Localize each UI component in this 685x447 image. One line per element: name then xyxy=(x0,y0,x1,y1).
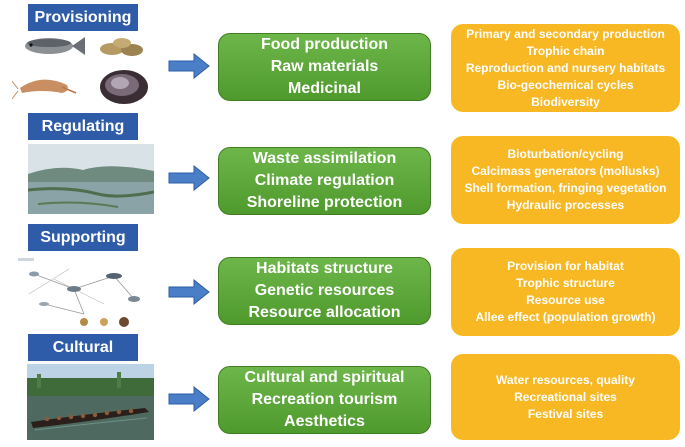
mussel-icon xyxy=(100,70,148,104)
process-item: Bioturbation/cycling xyxy=(507,147,624,161)
service-item: Food production xyxy=(260,36,389,53)
service-box-provisioning: Food production Raw materials Medicinal xyxy=(218,33,431,101)
process-item: Provision for habitat xyxy=(507,259,624,273)
service-item: Resource allocation xyxy=(248,304,401,321)
service-item: Climate regulation xyxy=(254,172,395,189)
arrow-icon xyxy=(168,53,210,79)
process-item: Trophic structure xyxy=(516,276,615,290)
process-item: Reproduction and nursery habitats xyxy=(465,60,666,75)
service-item: Medicinal xyxy=(288,80,361,97)
shrimp-icon xyxy=(12,79,77,100)
process-item: Shell formation, fringing vegetation xyxy=(464,181,667,195)
service-box-regulating: Waste assimilation Climate regulation Sh… xyxy=(218,147,431,215)
process-item: Resource use xyxy=(526,293,605,307)
category-label-supporting: Supporting xyxy=(28,224,138,251)
fish-icon xyxy=(25,37,85,55)
sediment-icon xyxy=(100,38,143,56)
provisioning-pictures xyxy=(12,37,148,104)
process-box-supporting: Provision for habitat Trophic structure … xyxy=(451,248,680,336)
process-item: Festival sites xyxy=(527,406,604,421)
process-item: Calcimass generators (mollusks) xyxy=(471,164,660,178)
lake-landscape-icon xyxy=(28,144,154,214)
supporting-row: Supporting Habitats structure Genetic re… xyxy=(0,224,685,336)
process-item: Bio-geochemical cycles xyxy=(497,77,634,92)
arrow-icon xyxy=(168,279,210,305)
service-item: Habitats structure xyxy=(256,260,393,277)
boat-race-icon xyxy=(27,364,154,440)
service-box-cultural: Cultural and spiritual Recreation touris… xyxy=(218,366,431,434)
process-box-cultural: Water resources, quality Recreational si… xyxy=(451,354,680,440)
service-item: Cultural and spiritual xyxy=(244,369,405,386)
food-web-diagram-icon xyxy=(14,254,154,332)
process-item: Biodiversity xyxy=(531,94,600,109)
service-item: Aesthetics xyxy=(284,413,365,430)
process-box-regulating: Bioturbation/cycling Calcimass generator… xyxy=(451,136,680,224)
service-item: Shoreline protection xyxy=(246,194,403,211)
service-item: Recreation tourism xyxy=(251,391,398,408)
category-label-provisioning: Provisioning xyxy=(28,4,138,31)
service-item: Raw materials xyxy=(270,58,379,75)
arrow-icon xyxy=(168,386,210,412)
category-label-regulating: Regulating xyxy=(28,113,138,140)
process-box-provisioning: Primary and secondary production Trophic… xyxy=(451,24,680,112)
provisioning-row: Provisioning Food production Raw mater xyxy=(0,0,685,112)
process-item: Recreational sites xyxy=(514,389,617,404)
cultural-row: Cultural Cultural and spiritual Recreati… xyxy=(0,334,685,447)
arrow-icon xyxy=(168,165,210,191)
category-label-cultural: Cultural xyxy=(28,334,138,361)
process-item: Water resources, quality xyxy=(496,372,635,387)
process-item: Primary and secondary production xyxy=(466,26,665,41)
service-item: Genetic resources xyxy=(254,282,395,299)
service-box-supporting: Habitats structure Genetic resources Res… xyxy=(218,257,431,325)
regulating-row: Regulating Waste assimilation Climate re… xyxy=(0,112,685,224)
process-item: Hydraulic processes xyxy=(506,198,625,212)
process-item: Trophic chain xyxy=(526,43,605,58)
process-item: Allee effect (population growth) xyxy=(475,310,656,324)
service-item: Waste assimilation xyxy=(252,150,397,167)
